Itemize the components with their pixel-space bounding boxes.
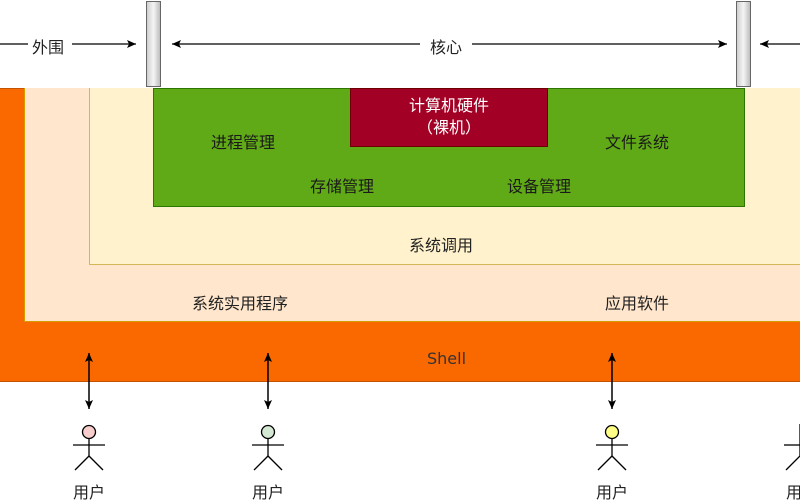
user-label-4: 用户 xyxy=(786,483,800,502)
boundary-arrows xyxy=(0,40,800,48)
hardware-box: 计算机硬件 （裸机） xyxy=(350,88,548,147)
user-label-1: 用户 xyxy=(72,483,105,502)
user-icon-4 xyxy=(784,424,800,471)
user-label-2: 用户 xyxy=(251,483,284,502)
storage-management-label: 存储管理 xyxy=(310,177,375,196)
hardware-sublabel: （裸机） xyxy=(416,118,481,137)
file-system-label: 文件系统 xyxy=(605,133,670,152)
interaction-arrows xyxy=(85,353,616,409)
utility-programs-label: 系统实用程序 xyxy=(192,294,289,313)
core-label: 核心 xyxy=(430,34,463,58)
device-management-label: 设备管理 xyxy=(507,177,572,196)
core-boundary-right xyxy=(736,1,751,87)
user-icon-2 xyxy=(252,424,284,471)
user-icon-3 xyxy=(596,424,628,471)
process-management-label: 进程管理 xyxy=(211,133,276,152)
shell-label: Shell xyxy=(427,349,467,368)
core-boundary-left xyxy=(146,1,161,87)
application-software-label: 应用软件 xyxy=(605,294,670,313)
user-icon-1 xyxy=(73,424,105,471)
system-call-label: 系统调用 xyxy=(409,236,474,255)
user-label-3: 用户 xyxy=(595,483,628,502)
outer-label: 外围 xyxy=(32,34,65,58)
hardware-label: 计算机硬件 xyxy=(408,96,489,115)
